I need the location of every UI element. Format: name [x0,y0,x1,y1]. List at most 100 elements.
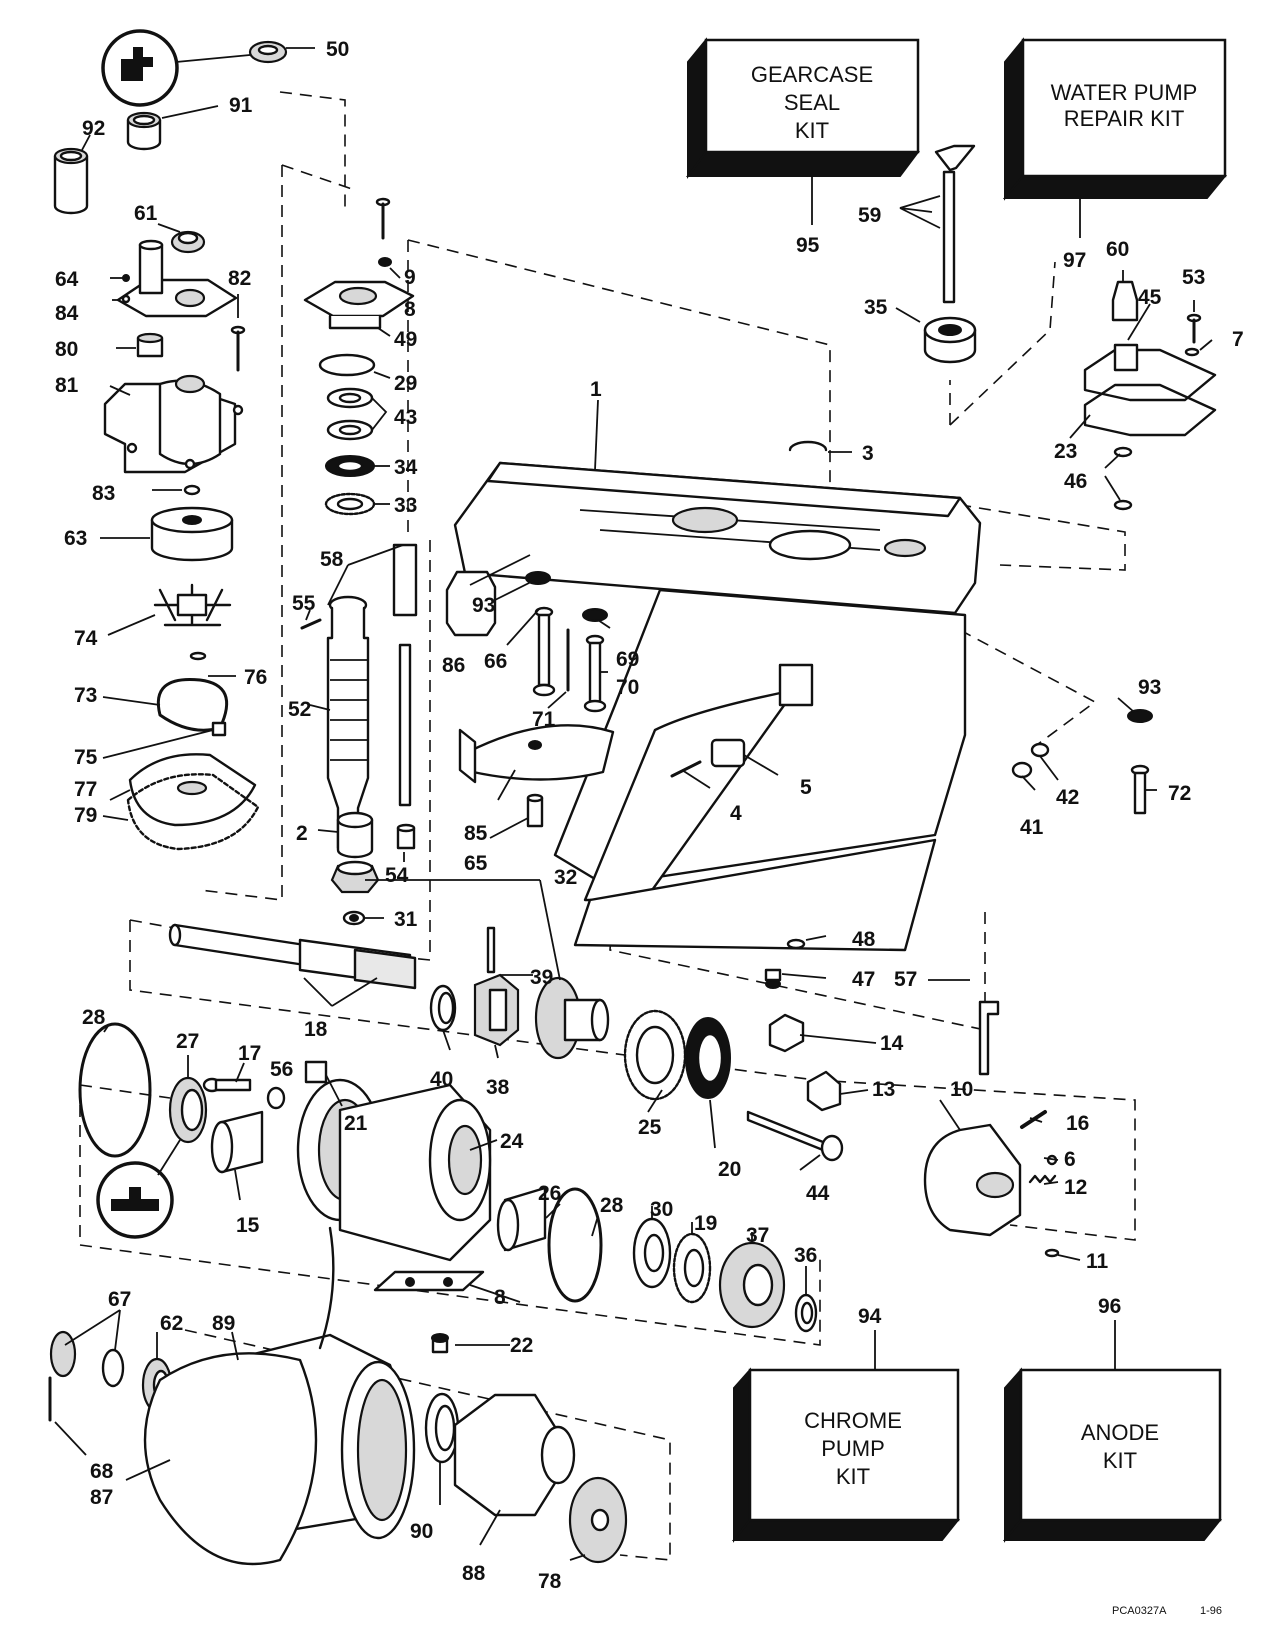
callout-63: 63 [64,527,87,550]
callout-1: 1 [590,378,602,401]
part-59-water-tube [934,144,976,304]
callout-5: 5 [800,776,812,799]
callout-45: 45 [1138,286,1162,309]
part-9-screw [375,197,391,240]
callout-3: 3 [862,442,874,465]
callout-32: 32 [554,866,577,889]
callout-94: 94 [858,1305,882,1328]
callout-8: 8 [404,298,416,321]
callout-95: 95 [796,234,820,257]
part-90-liner [424,1392,460,1464]
part-69-washer [582,608,608,622]
part-79-gasket [126,773,260,851]
part-25-bearing [496,1186,547,1252]
callout-27: 27 [176,1030,199,1053]
callout-16: 16 [1066,1112,1089,1135]
part-87-intake [143,1352,318,1566]
callout-28: 28 [82,1006,106,1029]
part-82-screw [230,325,246,372]
part-64-screw [110,274,130,282]
leader-lines [54,47,1213,1561]
part-33-thrust-bearing [324,492,376,516]
callout-37: 37 [746,1224,769,1247]
part-56-washer [266,1086,286,1110]
callout-93: 93 [472,594,495,617]
part-35-grommet [923,316,977,364]
part-54-bushing [396,823,416,850]
part-39-pin [486,926,496,974]
part-63-impeller-cup [150,506,234,562]
part-92-tube [53,147,89,215]
part-78-cap [568,1476,628,1564]
callout-58: 58 [320,548,344,571]
kit-text-line: KIT [1103,1448,1137,1473]
callout-25: 26 [538,1182,561,1205]
callout-66: 66 [484,650,507,673]
part-21-key [304,1060,328,1084]
part-77-plate [128,753,257,827]
part-58-shift-rod [392,543,418,807]
part-14-shift-lever [768,1013,805,1053]
part-10-bearing-housing [923,1123,1022,1237]
part-27-seal [168,1076,208,1144]
kit-text-line: ANODE [1081,1420,1159,1445]
callout-70: 70 [616,676,639,699]
part-49-retainer-plate [303,280,415,330]
part-28-oring-large [78,1022,152,1158]
part-18-propeller-shaft [168,923,417,990]
drawing-ref-code: PCA0327A [1112,1605,1167,1617]
callout-28b: 28 [600,1194,624,1217]
callout-75: 75 [74,746,98,769]
callout-8b: 8 [494,1286,506,1309]
part-74-impeller [153,583,232,627]
callout-78: 78 [538,1570,562,1593]
part-44-thrust-washer [685,1017,731,1099]
callout-19: 19 [694,1212,717,1235]
part-31-nut [342,910,366,926]
callout-15: 44 [806,1182,830,1205]
part-46-washers [1113,446,1133,511]
part-2-bearing [336,811,374,859]
callout-21: 21 [344,1112,368,1135]
part-12-spring [1028,1174,1057,1184]
part-20-thrust-bearing [623,1009,687,1101]
part-34-washer [325,455,375,477]
callout-30: 30 [650,1198,673,1221]
callout-44: 20 [718,1158,741,1181]
callout-6: 6 [1064,1148,1076,1171]
callout-50: 50 [326,38,349,61]
callout-67: 67 [108,1288,131,1311]
part-30-washer [632,1217,672,1289]
part-47-plug [764,968,782,989]
callout-54: 54 [385,864,409,887]
part-57-shift-link [978,1000,1000,1076]
callout-33: 33 [394,494,417,517]
part-88-stator [453,1393,576,1517]
kit-text-line: REPAIR KIT [1064,106,1185,131]
callout-74: 74 [74,627,98,650]
callout-90: 90 [410,1520,433,1543]
part-52-drive-shaft [326,595,370,850]
callout-40: 40 [430,1068,453,1091]
kit-text-line: GEARCASE [751,62,873,87]
callout-56: 56 [270,1058,293,1081]
callout-43: 43 [394,406,417,429]
callout-46: 46 [1064,470,1087,493]
callout-89: 89 [212,1312,235,1335]
part-26-bearing [210,1110,264,1174]
callout-72: 72 [1168,782,1191,805]
part-24-bearing-carrier [296,1078,492,1262]
kit-water-pump-repair: WATER PUMP REPAIR KIT 97 [1002,37,1228,272]
part-50-seal [248,40,288,64]
part-28-oring [547,1187,603,1303]
part-66-screw [532,606,556,697]
callout-31: 31 [394,908,418,931]
callout-38: 38 [486,1076,510,1099]
callout-10: 10 [950,1078,973,1101]
callout-labels: 50 91 92 61 64 84 82 80 81 83 63 74 76 7… [55,38,1244,1593]
kit-text-line: CHROME [804,1408,902,1433]
callout-22: 22 [510,1334,533,1357]
callout-23: 23 [1054,440,1077,463]
